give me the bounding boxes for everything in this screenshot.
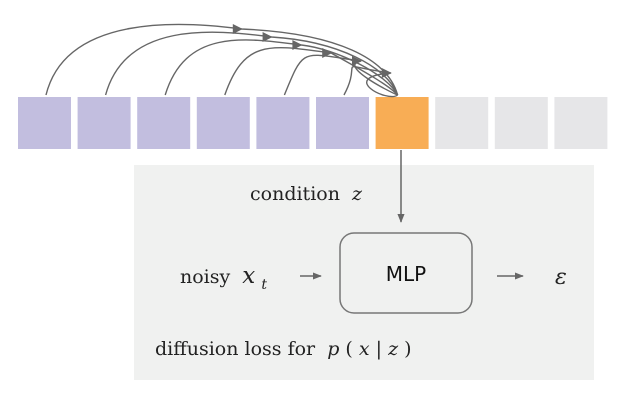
arc-arrowhead xyxy=(262,32,273,42)
context-token xyxy=(196,97,250,149)
future-token xyxy=(554,97,608,149)
context-token xyxy=(316,97,369,149)
arc-arrowhead xyxy=(381,68,392,78)
arc-arrowhead xyxy=(292,40,303,50)
arc-arrowhead xyxy=(232,24,243,34)
mlp-label: MLP xyxy=(386,262,426,286)
arc-arrowhead xyxy=(352,56,362,66)
context-token xyxy=(77,97,131,149)
diffusion-loss-label: diffusion loss for p ( x | z ) xyxy=(155,338,412,360)
mlp-box xyxy=(339,232,473,314)
token-sequence xyxy=(18,97,608,149)
attention-arc xyxy=(45,23,399,96)
condition-label: condition z xyxy=(250,183,363,205)
future-token xyxy=(435,97,489,149)
future-token xyxy=(494,97,548,149)
context-token xyxy=(18,97,71,149)
context-token xyxy=(256,97,310,149)
noisy-input-label: noisy x t xyxy=(180,263,267,293)
attention-arc xyxy=(224,47,399,96)
active-token xyxy=(375,97,429,149)
attention-arc xyxy=(283,54,398,96)
context-token xyxy=(137,97,191,149)
attention-arcs xyxy=(45,23,399,98)
noise-output-label: ε xyxy=(555,265,567,290)
